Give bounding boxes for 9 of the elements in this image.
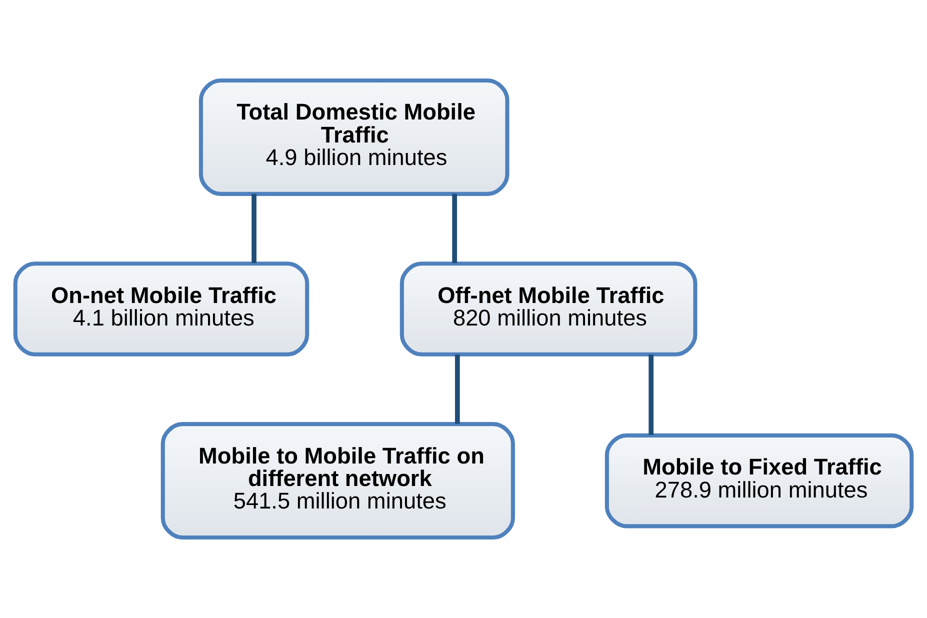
connector [455, 354, 460, 424]
connector [252, 194, 256, 264]
connector [452, 194, 458, 264]
node-box: Off-net Mobile Traffic 820 million minutes [400, 262, 698, 356]
node-box: On-net Mobile Traffic 4.1 billion minutes [13, 262, 310, 356]
node-box: Mobile to Mobile Traffic on different network 541.5 million minutes [160, 422, 515, 540]
node-box: Total Domestic Mobile Traffic 4.9 billion minutes [198, 78, 510, 196]
node-box: Mobile to Fixed Traffic 278.9 million minutes [604, 433, 914, 528]
connector [648, 354, 654, 435]
